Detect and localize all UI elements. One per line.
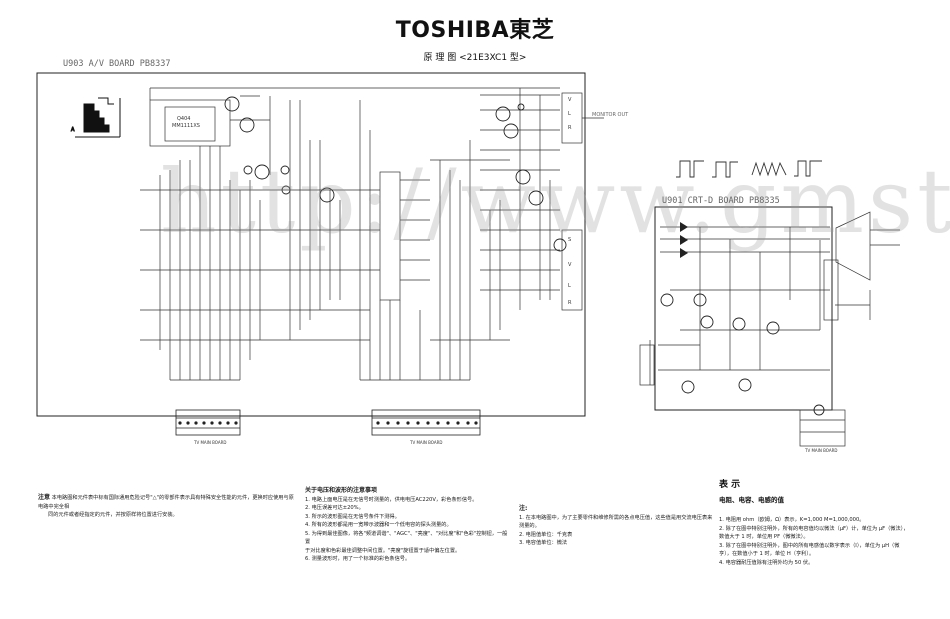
jack-letter: V xyxy=(568,262,572,268)
table-note-item: 4. 电容器耐压值除有注明外均为 50 伏。 xyxy=(719,559,814,566)
av-board-outline xyxy=(36,72,586,417)
voltage-note-item: 4. 所有的波形都是用一宽带示波器和一个低电容的探头测量的。 xyxy=(305,522,452,528)
jack-letter: R xyxy=(568,125,572,131)
crt-wiring xyxy=(639,211,900,447)
transistors xyxy=(224,96,567,252)
table-note-item: 亨），在数值小于 1 时，单位 H（亨利）。 xyxy=(719,551,815,557)
misc-note-item: 3. 电容值单位：微法 xyxy=(519,540,568,546)
crt-diodes xyxy=(680,222,688,258)
voltage-note-item: 3. 所示的波形图是在无信号条件下测得。 xyxy=(305,513,400,520)
voltage-notes: 关于电压和波形的注意事项 1. 电路上面电压是在无信号时测量的，供电电压AC22… xyxy=(305,487,510,564)
av-connector-pins xyxy=(178,421,478,425)
voltage-notes-title: 关于电压和波形的注意事项 xyxy=(305,487,378,494)
voltage-note-item: 1. 电路上面电压是在无信号时测量的，供电电压AC220V，彩色条形信号。 xyxy=(305,496,478,503)
table-note-item: 1. 电阻用 ohm（欧姆，Ω）表示，K=1,000 M=1,000,000。 xyxy=(719,517,865,523)
document-title: 原 理 图 <21E3XC1 型> xyxy=(423,53,527,63)
watermark-text: http://www.gmstar.com xyxy=(160,150,950,253)
table-notes: 1. 电阻用 ohm（欧姆，Ω）表示，K=1,000 M=1,000,000。 … xyxy=(719,516,909,567)
jack-letter: V xyxy=(568,97,572,103)
voltage-note-item: 5. 为得到最佳图像，将各"频道调谐"、"AGC"、"亮度"、"对比度"和"色彩… xyxy=(305,530,508,546)
cable-label-right: TV MAIN BOARD xyxy=(410,440,443,445)
ic-part: MM1111XS xyxy=(172,123,200,129)
jack-letter: L xyxy=(568,111,571,117)
crt-transistors xyxy=(660,293,825,416)
misc-notes: 注: 1. 在本电路图中，为了主要零件和维修所需的各点电压值，这些值是用交流电压… xyxy=(519,505,714,548)
misc-notes-title: 注: xyxy=(519,505,528,512)
monitor-out-label: MONITOR OUT xyxy=(592,112,629,118)
table-subtitle: 电阻、电容、电感的值 xyxy=(719,496,784,504)
crt-waveforms xyxy=(676,160,822,178)
table-note-item: 3. 除了在图中特别注明外，图中的所有电感值以数字表示（Ⅰ），单位为 μH（微 xyxy=(719,542,900,549)
svg-text:A: A xyxy=(71,127,75,133)
misc-note-item: 1. 在本电路图中，为了主要零件和维修所需的各点电压值，这些值是用交流电压表来测… xyxy=(519,514,713,530)
misc-note-item: 2. 电阻值单位：千克表 xyxy=(519,531,573,538)
voltage-note-item: 于对比度和色彩最佳调整中间位置。"亮度"旋钮置于适中偏左位置。 xyxy=(305,547,461,554)
crt-board-outline xyxy=(654,206,833,411)
voltage-note-item: 2. 电压误差可达±20%。 xyxy=(305,505,364,511)
av-board-label: U903 A/V BOARD PB8337 xyxy=(63,59,171,69)
av-wiring xyxy=(140,87,604,381)
safety-note-label: 注意 xyxy=(38,494,51,501)
table-title: 表 示 xyxy=(719,480,741,490)
voltage-note-item: 6. 测量波形时，用了一个标准的彩色条信号。 xyxy=(305,556,411,562)
crt-board-label: U901 CRT-D BOARD PB8335 xyxy=(662,196,780,206)
brand-logo: TOSHIBA東芝 xyxy=(395,18,555,43)
safety-note-line: 同的元件或者经指定的元件，并按原样将位置进行安装。 xyxy=(48,512,178,518)
av-connectors xyxy=(175,409,481,436)
jack-letter: S xyxy=(568,237,572,243)
cable-label-left: TV MAIN BOARD xyxy=(194,440,227,445)
staircase-waveform: A xyxy=(71,97,121,138)
safety-note-line: 本电路图和元件表中标有国际通用危险记号"△"的零部件表示具有特殊安全性能的元件，… xyxy=(38,495,294,510)
jack-letter: R xyxy=(568,300,572,306)
crt-cable-label: TV MAIN BOARD xyxy=(805,448,838,453)
safety-note: 注意 本电路图和元件表中标有国际通用危险记号"△"的零部件表示具有特殊安全性能的… xyxy=(38,494,298,520)
table-note-item: 2. 除了在图中特别注明外，所有的电容值均以微法（μF）计，单位为 μF（微法）… xyxy=(719,525,909,532)
jack-letter: L xyxy=(568,283,571,289)
ic-label: Q404 xyxy=(177,116,191,122)
table-note-item: 数值大于 1 时，单位用 PF（微微法）。 xyxy=(719,534,809,540)
